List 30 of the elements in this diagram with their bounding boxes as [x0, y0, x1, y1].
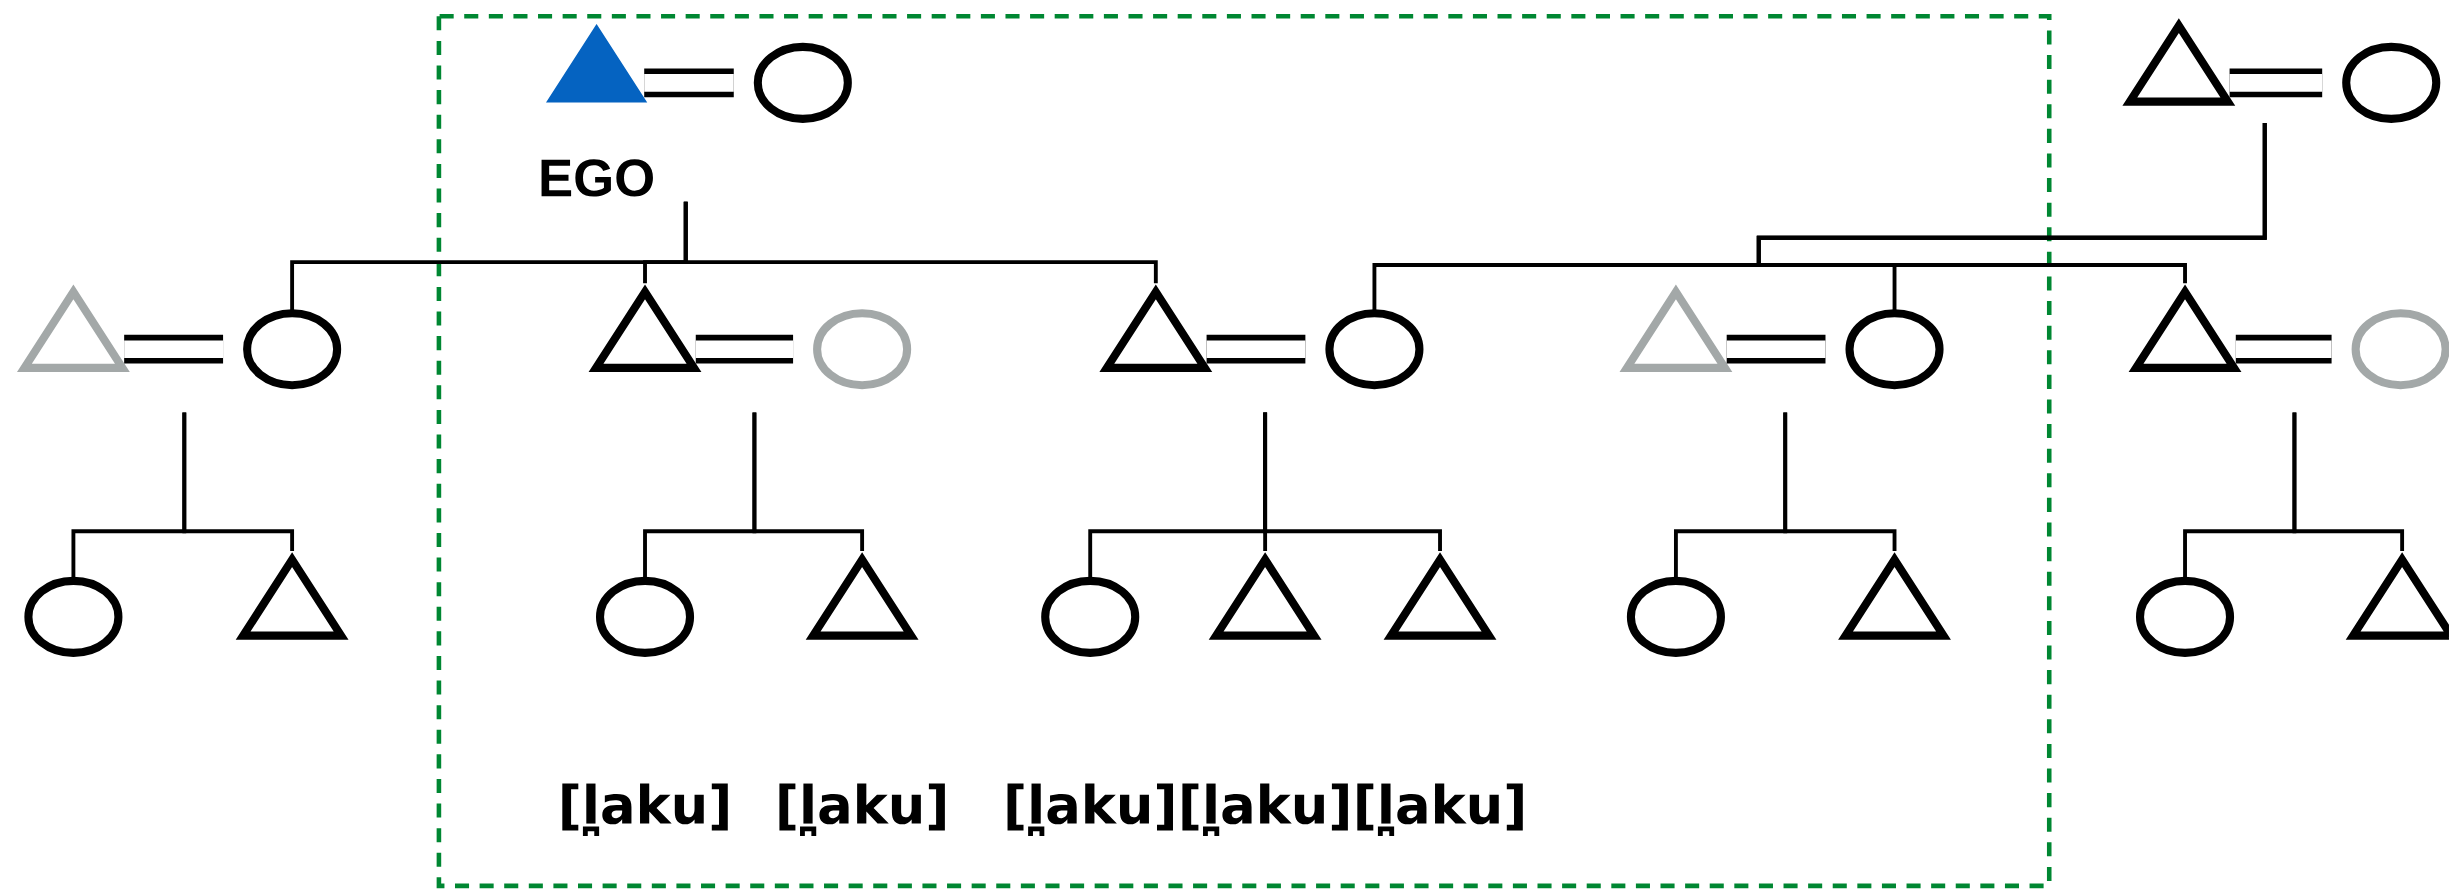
marriage-sign: [124, 334, 224, 364]
marriage-sign: [1726, 334, 1826, 364]
descent-line: [752, 412, 865, 551]
marriage-sign: [644, 68, 734, 98]
descent-line: [1783, 412, 1897, 551]
circle-symbol: [596, 576, 695, 657]
circle-symbol: [2342, 42, 2441, 123]
descent-line: [683, 201, 1158, 284]
descent-line: [182, 412, 295, 551]
descent-line: [1263, 412, 1442, 551]
ego-label: EGO: [541, 159, 653, 197]
marriage-sign: [1206, 334, 1306, 364]
descent-line: [2292, 412, 2405, 551]
circle-symbol: [2136, 576, 2235, 657]
circle-symbol: [1325, 309, 1424, 390]
circle-symbol: [24, 576, 123, 657]
term-label: [l̪aku]: [1357, 783, 1523, 836]
term-label: [l̪aku]: [562, 783, 728, 836]
circle-symbol: [243, 309, 342, 390]
marriage-sign: [2235, 334, 2332, 364]
term-label: [l̪aku]: [1007, 783, 1173, 836]
circle-symbol: [813, 309, 912, 390]
term-label: [l̪aku]: [1182, 783, 1348, 836]
term-label: [l̪aku]: [779, 783, 945, 836]
circle-symbol: [753, 42, 852, 123]
marriage-sign: [2229, 68, 2323, 98]
circle-symbol: [1845, 309, 1944, 390]
marriage-sign: [695, 334, 794, 364]
circle-symbol: [1041, 576, 1140, 657]
circle-symbol: [1626, 576, 1725, 657]
